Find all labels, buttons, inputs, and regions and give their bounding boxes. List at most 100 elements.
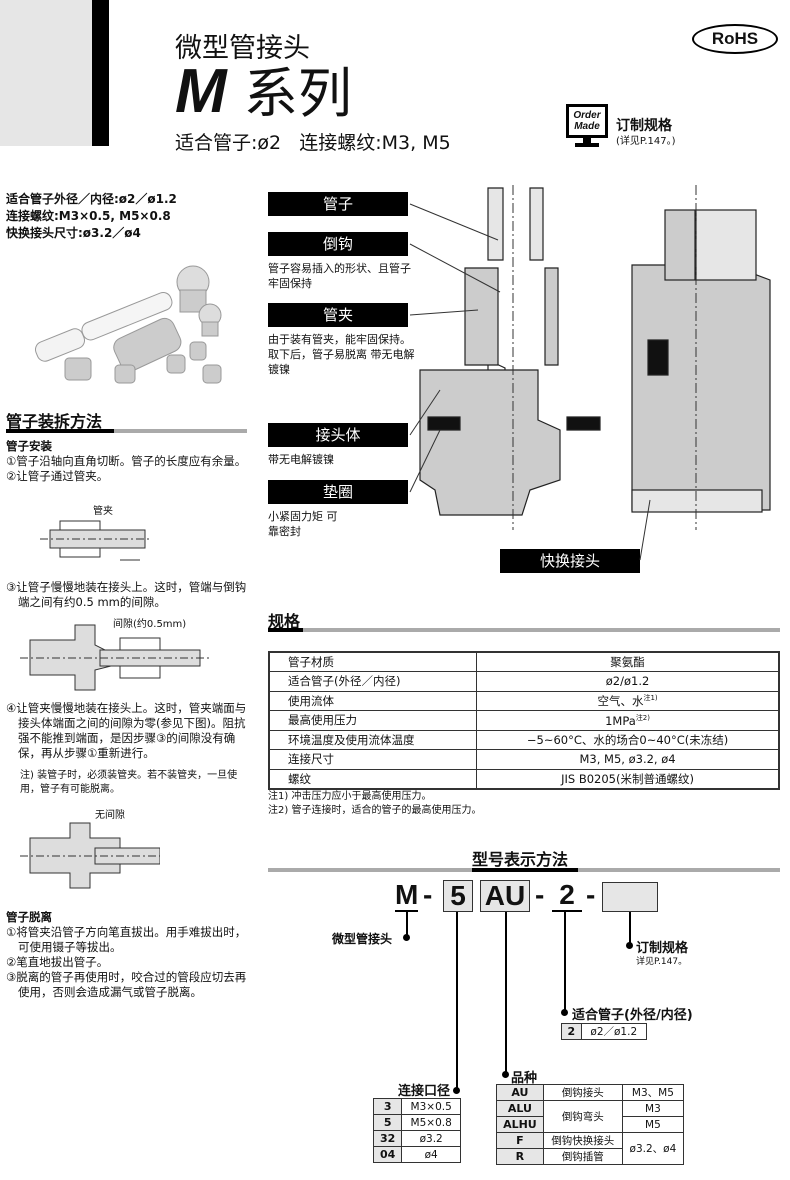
note-ref: 注2) xyxy=(635,713,650,722)
remove-step: ③脱离的管子再使用时，咬合过的管段应切去再使用，否则会造成漏气或管子脱离。 xyxy=(6,970,247,999)
section-rule xyxy=(268,628,780,632)
code-dash: - xyxy=(586,879,596,910)
mount-heading: 管子安装 xyxy=(6,439,52,453)
series-title: M 系列 xyxy=(175,61,352,125)
rohs-badge: RoHS xyxy=(692,24,778,54)
install-step: ④让管夹慢慢地装在接头上。这时，管夹端面与接头体端面之间的间隙为零(参见下图)。… xyxy=(6,701,247,760)
label-tube: 管子 xyxy=(268,192,408,216)
install-step: ②让管子通过管夹。 xyxy=(6,469,109,483)
specs-title: 规格 xyxy=(268,612,301,631)
order-made-ref: (详见P.147。) xyxy=(616,136,676,147)
install-step: ①管子沿轴向直角切断。管子的长度应有余量。 xyxy=(6,454,247,468)
tube-size: ø2／ø1.2 xyxy=(580,1023,648,1040)
remove-step: ①将管夹沿管子方向笔直拔出。用手难拔出时，可使用镊子等拔出。 xyxy=(6,925,247,954)
leader-dot xyxy=(403,934,410,941)
order-made-icon-base xyxy=(575,143,599,147)
spec-key: 最高使用压力 xyxy=(268,710,478,731)
spec-value-text: 空气、水 xyxy=(597,693,644,708)
summary-specs: 适合管子外径／内径:ø2／ø1.2 连接螺纹:M3×0.5, M5×0.8 快换… xyxy=(6,191,177,242)
leader xyxy=(564,912,566,1012)
port-code: 5 xyxy=(372,1114,403,1131)
category-title: 微型管接头 xyxy=(175,33,310,64)
type-size: M3、M5 xyxy=(621,1084,685,1101)
type-size: M3 xyxy=(621,1100,685,1117)
series-word: 系列 xyxy=(243,62,352,125)
spec-key: 管子材质 xyxy=(268,651,478,672)
type-code: AU xyxy=(496,1084,544,1101)
table-row: 适合管子(外径／内径)ø2/ø1.2 xyxy=(268,671,780,692)
order-made-text: 订制规格(详见P.147。) xyxy=(616,118,676,150)
type-size: M5 xyxy=(621,1116,685,1133)
label-gasket: 垫圈 xyxy=(268,480,408,504)
spec-value: 聚氨酯 xyxy=(476,651,780,672)
label-clamp: 管夹 xyxy=(268,303,408,327)
spec-value: JIS B0205(米制普通螺纹) xyxy=(476,768,780,789)
specs-table: 管子材质聚氨酯 适合管子(外径／内径)ø2/ø1.2 使用流体空气、水注1) 最… xyxy=(268,651,780,790)
type-code: F xyxy=(496,1132,544,1149)
type-desc: 倒钩接头 xyxy=(542,1084,623,1101)
port-size: M3×0.5 xyxy=(401,1098,461,1115)
port-label: 连接口径 xyxy=(398,1084,451,1099)
type-desc: 倒钩插管 xyxy=(542,1148,623,1165)
subtitle-tube: 适合管子:ø2 xyxy=(175,132,282,154)
remove-heading: 管子脱离 xyxy=(6,910,52,924)
subtitle: 适合管子:ø2 连接螺纹:M3, M5 xyxy=(175,128,451,155)
spec-key: 适合管子(外径／内径) xyxy=(268,671,478,692)
port-code: 3 xyxy=(372,1098,403,1115)
order-made-label: 订制规格 xyxy=(636,941,689,956)
header-gray-band xyxy=(0,0,92,146)
subtitle-thread: 连接螺纹:M3, M5 xyxy=(299,132,451,154)
install-steps-a: 管子安装 ①管子沿轴向直角切断。管子的长度应有余量。 ②让管子通过管夹。 xyxy=(6,439,250,484)
table-row: 环境温度及使用流体温度−5~60°C、水的场合0~40°C(未冻结) xyxy=(268,729,780,750)
label-barb-desc: 管子容易插入的形状、且管子牢固保持 xyxy=(268,262,411,290)
note: 注1) 冲击压力应小于最高使用压力。 xyxy=(268,791,432,802)
remove-steps: 管子脱离 ①将管夹沿管子方向笔直拔出。用手难拔出时，可使用镊子等拔出。 ②笔直地… xyxy=(6,910,250,1000)
order-made-icon: Order Made xyxy=(566,104,608,138)
order-made-ref: 详见P.147。 xyxy=(636,957,688,967)
figure-clamp xyxy=(40,520,150,561)
series-letter: M xyxy=(175,57,227,126)
leader-dot xyxy=(453,1087,460,1094)
summary-line: 连接螺纹:M3×0.5, M5×0.8 xyxy=(6,209,171,223)
leader xyxy=(505,912,507,1074)
cross-section-diagram xyxy=(409,185,771,561)
port-size: ø3.2 xyxy=(401,1130,461,1147)
install-step-3: ③让管子慢慢地装在接头上。这时，管端与倒钩端之间有约0.5 mm的间隙。 xyxy=(6,580,250,610)
spec-value: 空气、水注1) xyxy=(476,690,780,711)
spec-key: 使用流体 xyxy=(268,690,478,711)
note: 注2) 管子连接时，适合的管子的最高使用压力。 xyxy=(268,805,482,816)
product-photo xyxy=(34,265,222,384)
m-label: 微型管接头 xyxy=(332,932,393,946)
port-code: 04 xyxy=(372,1146,403,1163)
header-black-bar xyxy=(92,0,109,146)
code-port: 5 xyxy=(443,880,473,912)
label-gasket-desc: 小紧固力矩 可靠密封 xyxy=(268,510,338,538)
type-code: ALU xyxy=(496,1100,544,1117)
install-step: ③让管子慢慢地装在接头上。这时，管端与倒钩端之间有约0.5 mm的间隙。 xyxy=(6,580,247,609)
code-type: AU xyxy=(480,880,530,912)
label-body: 接头体 xyxy=(268,423,408,447)
code-tube: 2 xyxy=(552,880,582,912)
table-row: 管子材质聚氨酯 xyxy=(268,651,780,672)
spec-value: M3, M5, ø3.2, ø4 xyxy=(476,749,780,770)
remove-step: ②笔直地拔出管子。 xyxy=(6,955,109,969)
type-code: R xyxy=(496,1148,544,1165)
type-desc: 倒钩快换接头 xyxy=(542,1132,623,1149)
leader xyxy=(629,912,631,944)
label-quick: 快换接头 xyxy=(500,549,640,573)
summary-line: 快换接头尺寸:ø3.2／ø4 xyxy=(6,226,141,240)
figure-label: 无间隙 xyxy=(95,810,125,821)
port-size: ø4 xyxy=(401,1146,461,1163)
code-order-made xyxy=(602,882,658,912)
